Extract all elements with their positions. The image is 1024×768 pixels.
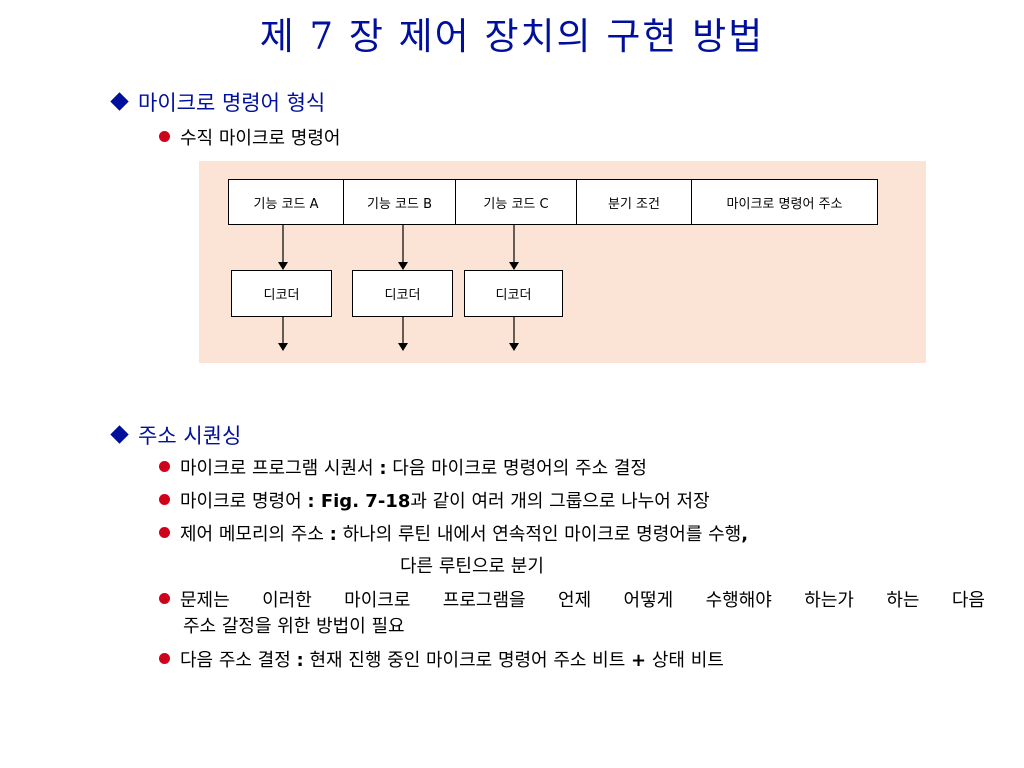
field-branch-condition: 분기 조건 [576, 179, 692, 225]
circle-bullet-icon [159, 461, 170, 472]
decoder-b: 디코더 [352, 270, 453, 317]
field-microinstruction-address: 마이크로 명령어 주소 [691, 179, 878, 225]
page-title: 제 7 장 제어 장치의 구현 방법 [259, 15, 765, 58]
circle-bullet-icon [159, 494, 170, 505]
circle-bullet-icon [159, 527, 170, 538]
field-function-code-b: 기능 코드 B [343, 179, 456, 225]
section-heading-address-sequencing: 주소 시퀀싱 [110, 420, 241, 450]
circle-bullet-icon [159, 653, 170, 664]
diamond-bullet-icon [110, 425, 129, 444]
circle-bullet-icon [159, 593, 170, 604]
bullet-control-memory-address: 제어 메모리의 주소 : 하나의 루틴 내에서 연속적인 마이크로 명령어를 수… [159, 520, 748, 546]
bullet-next-address-problem-continuation: 주소 갈정을 위한 방법이 필요 [183, 616, 405, 637]
field-function-code-a: 기능 코드 A [228, 179, 344, 225]
bullet-next-address-problem: 문제는 이러한 마이크로 프로그램을 언제 어떻게 수행해야 하는가 하는 다음 [159, 586, 985, 612]
decoder-a: 디코더 [231, 270, 332, 317]
field-function-code-c: 기능 코드 C [455, 179, 577, 225]
decoder-c: 디코더 [464, 270, 563, 317]
bullet-microinstruction-groups: 마이크로 명령어 : Fig. 7-18과 같이 여러 개의 그룹으로 나누어 … [159, 487, 710, 513]
bullet-vertical-microinstruction: 수직 마이크로 명령어 [159, 124, 340, 150]
bullet-control-memory-continuation: 다른 루틴으로 분기 [400, 556, 544, 577]
bullet-next-address-decision: 다음 주소 결정 : 현재 진행 중인 마이크로 명령어 주소 비트 + 상태 … [159, 646, 724, 672]
bullet-sequencer: 마이크로 프로그램 시퀀서 : 다음 마이크로 명령어의 주소 결정 [159, 454, 647, 480]
circle-bullet-icon [159, 131, 170, 142]
section-heading-microinstruction-format: 마이크로 명령어 형식 [110, 87, 325, 117]
